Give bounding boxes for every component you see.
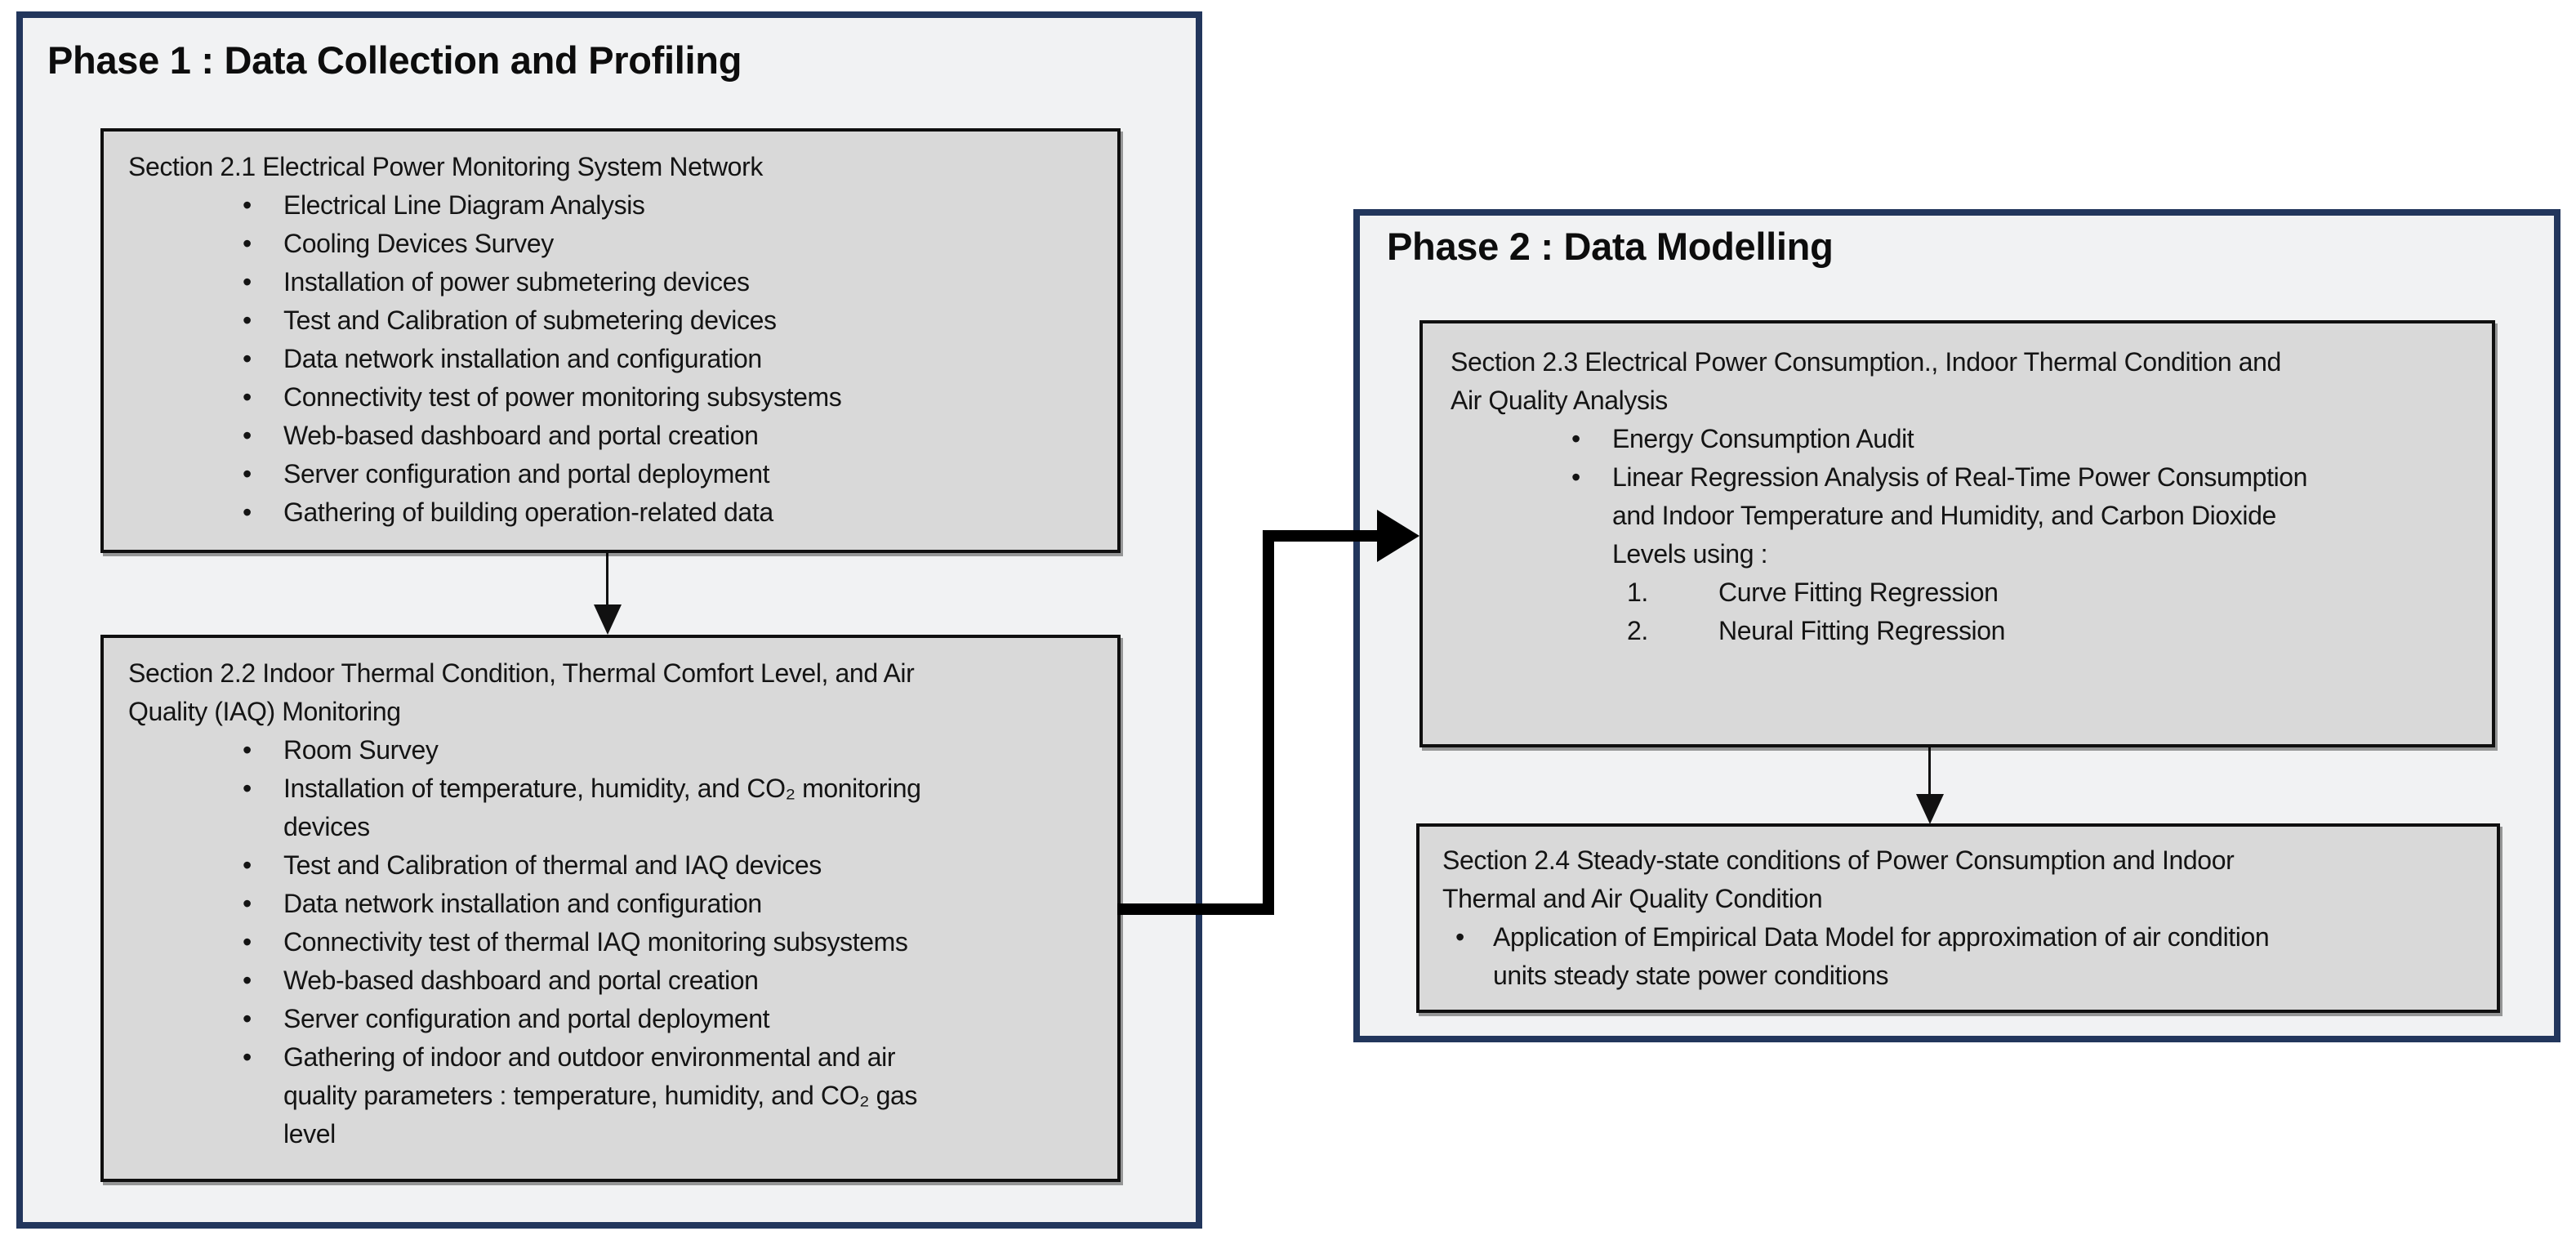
section-2-1-title: Section 2.1 Electrical Power Monitoring … (128, 152, 763, 181)
bullet-item: Linear Regression Analysis of Real-Time … (1571, 458, 2471, 573)
bullet-item: Data network installation and configurat… (243, 340, 1096, 378)
section-2-2-title: Section 2.2 Indoor Thermal Condition, Th… (128, 658, 915, 726)
section-2-2-box: Section 2.2 Indoor Thermal Condition, Th… (100, 635, 1121, 1182)
arrow-down-icon (594, 604, 622, 635)
section-2-3-bullets: Energy Consumption Audit Linear Regressi… (1451, 420, 2471, 573)
section-2-1-box: Section 2.1 Electrical Power Monitoring … (100, 128, 1121, 553)
numbered-item-index: 1. (1627, 578, 1648, 607)
bullet-item: Server configuration and portal deployme… (243, 455, 1096, 493)
arrow-2-3-to-2-4-line (1928, 747, 1931, 798)
bullet-item: Connectivity test of thermal IAQ monitor… (243, 923, 1096, 961)
section-2-3-title: Section 2.3 Electrical Power Consumption… (1451, 347, 2281, 415)
bullet-item: Electrical Line Diagram Analysis (243, 186, 1096, 225)
connector-2-2-to-2-3-segment (1263, 530, 1382, 542)
section-2-4-box: Section 2.4 Steady-state conditions of P… (1416, 823, 2500, 1013)
bullet-item: Gathering of indoor and outdoor environm… (243, 1038, 1096, 1153)
section-2-3-box: Section 2.3 Electrical Power Consumption… (1419, 320, 2495, 747)
bullet-item: Gathering of building operation-related … (243, 493, 1096, 532)
bullet-item: Energy Consumption Audit (1571, 420, 2471, 458)
bullet-item: Server configuration and portal deployme… (243, 1000, 1096, 1038)
connector-2-2-to-2-3-segment (1117, 903, 1274, 915)
bullet-item: Web-based dashboard and portal creation (243, 961, 1096, 1000)
numbered-item-label: Neural Fitting Regression (1718, 616, 2006, 645)
connector-2-2-to-2-3-segment (1263, 530, 1274, 915)
arrow-right-icon (1377, 510, 1419, 562)
section-2-1-bullets: Electrical Line Diagram Analysis Cooling… (128, 186, 1096, 532)
numbered-item-label: Curve Fitting Regression (1718, 578, 1999, 607)
bullet-item: Installation of power submetering device… (243, 263, 1096, 301)
numbered-item: 1. Curve Fitting Regression (1627, 573, 2471, 612)
numbered-item: 2. Neural Fitting Regression (1627, 612, 2471, 650)
section-2-3-numbered-list: 1. Curve Fitting Regression 2. Neural Fi… (1451, 573, 2471, 650)
bullet-item: Data network installation and configurat… (243, 885, 1096, 923)
phase1-title: Phase 1 : Data Collection and Profiling (47, 38, 742, 82)
arrow-2-1-to-2-2-line (606, 553, 608, 609)
section-2-2-bullets: Room Survey Installation of temperature,… (128, 731, 1096, 1153)
bullet-item: Web-based dashboard and portal creation (243, 417, 1096, 455)
arrow-down-icon (1916, 794, 1944, 824)
bullet-item: Application of Empirical Data Model for … (1455, 918, 2476, 995)
section-2-4-bullets: Application of Empirical Data Model for … (1442, 918, 2476, 995)
bullet-item: Installation of temperature, humidity, a… (243, 769, 1096, 846)
bullet-item: Cooling Devices Survey (243, 225, 1096, 263)
bullet-item: Room Survey (243, 731, 1096, 769)
numbered-item-index: 2. (1627, 616, 1648, 645)
phase2-title: Phase 2 : Data Modelling (1387, 225, 1834, 268)
section-2-4-title: Section 2.4 Steady-state conditions of P… (1442, 845, 2235, 913)
bullet-item: Test and Calibration of submetering devi… (243, 301, 1096, 340)
bullet-item: Connectivity test of power monitoring su… (243, 378, 1096, 417)
bullet-item: Test and Calibration of thermal and IAQ … (243, 846, 1096, 885)
